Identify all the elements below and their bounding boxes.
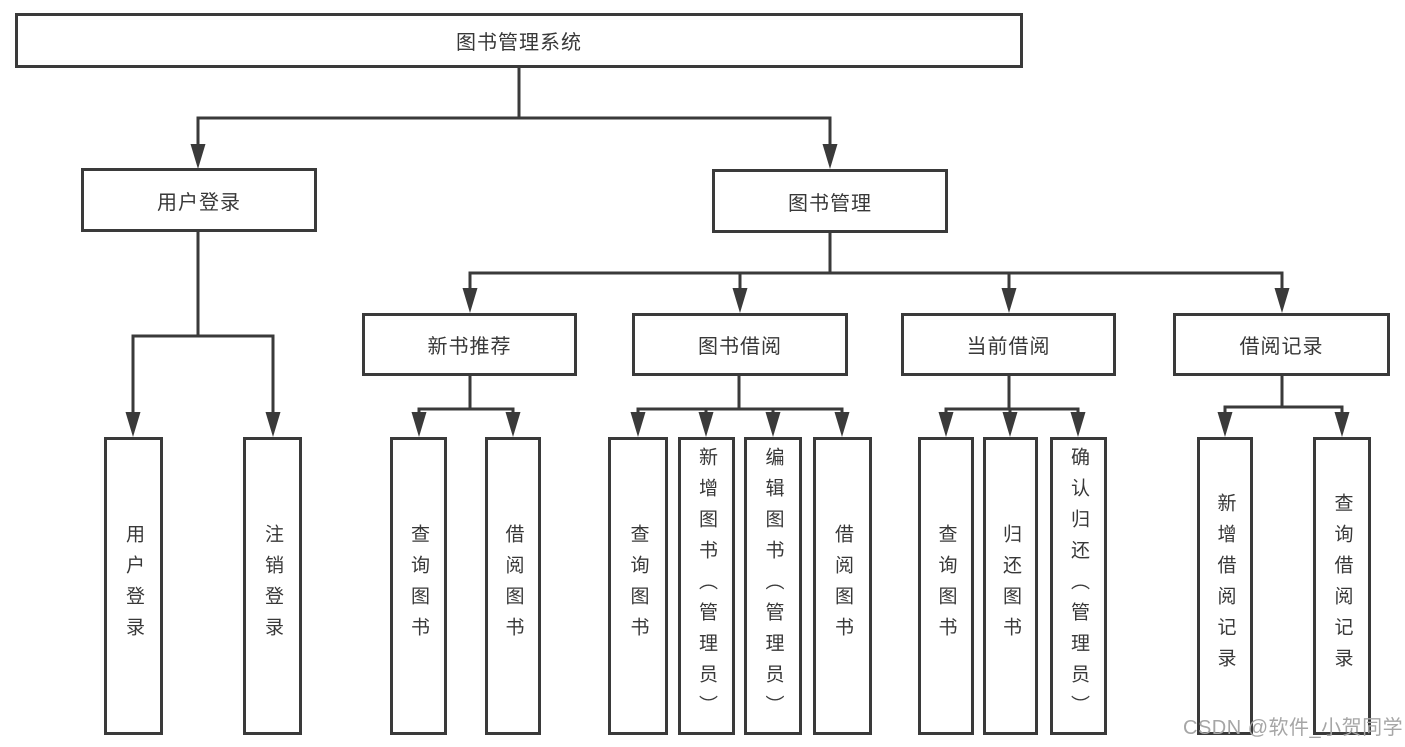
node-borrowing-records: 借阅记录 [1173,313,1390,376]
leaf-logout: 注销登录 [243,437,302,735]
leaf-query-books-recommend: 查询图书 [390,437,447,735]
leaf-borrow-books-recommend: 借阅图书 [485,437,541,735]
node-book-borrowing: 图书借阅 [632,313,848,376]
node-library-management-system: 图书管理系统 [15,13,1023,68]
arrowhead-triangles [125,144,1350,437]
leaf-query-borrow-record: 查询借阅记录 [1313,437,1371,735]
node-new-book-recommendation: 新书推荐 [362,313,577,376]
leaf-confirm-return-admin: 确认归还（管理员） [1050,437,1107,735]
node-current-borrowing: 当前借阅 [901,313,1116,376]
leaf-return-books: 归还图书 [983,437,1038,735]
node-user-login: 用户登录 [81,168,317,232]
leaf-borrow-books: 借阅图书 [813,437,872,735]
node-book-management: 图书管理 [712,169,948,233]
leaf-edit-book-admin: 编辑图书（管理员） [744,437,802,735]
watermark-text: CSDN @软件_小贺同学 [1183,717,1404,739]
leaf-user-login: 用户登录 [104,437,163,735]
leaf-query-books-borrow: 查询图书 [608,437,668,735]
leaf-add-borrow-record: 新增借阅记录 [1197,437,1253,735]
leaf-add-book-admin: 新增图书（管理员） [678,437,735,735]
leaf-query-books-current: 查询图书 [918,437,974,735]
